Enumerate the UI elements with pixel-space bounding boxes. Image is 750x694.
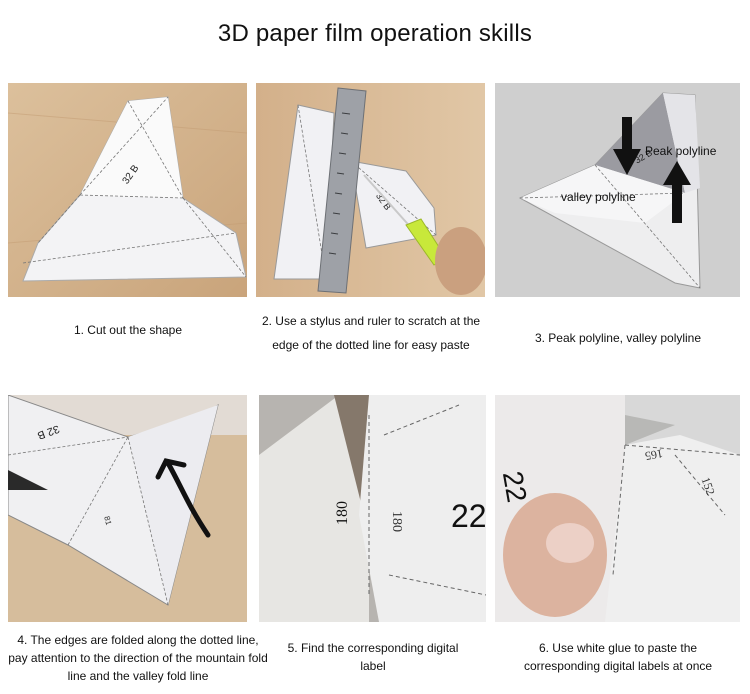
page-title: 3D paper film operation skills bbox=[217, 20, 533, 47]
step-2-caption: 2. Use a stylus and ruler to scratch at … bbox=[261, 314, 481, 352]
step-4-caption: 4. The edges are folded along the dotted… bbox=[8, 633, 268, 683]
svg-text:180: 180 bbox=[334, 501, 351, 525]
step-3-photo: 32 B Peak polyline valley polyline bbox=[495, 83, 740, 297]
step-1-photo: 32 B bbox=[8, 83, 247, 297]
peak-label: Peak polyline bbox=[645, 144, 717, 158]
stylus-tip bbox=[363, 174, 415, 232]
down-arrow-icon bbox=[613, 117, 641, 175]
svg-text:81: 81 bbox=[102, 515, 113, 526]
svg-text:152: 152 bbox=[699, 475, 718, 497]
hand bbox=[435, 227, 485, 295]
curved-arrow-icon bbox=[155, 458, 211, 538]
step-2-photo: 32 B bbox=[256, 83, 485, 297]
ruler bbox=[317, 87, 367, 294]
svg-text:165: 165 bbox=[644, 446, 664, 463]
svg-text:22: 22 bbox=[451, 498, 486, 534]
svg-text:180: 180 bbox=[389, 511, 404, 532]
step-5-photo: 180 180 22 bbox=[259, 395, 486, 622]
step-6-photo: 165 152 22 bbox=[495, 395, 740, 622]
fingernail bbox=[546, 523, 594, 563]
up-arrow-icon bbox=[663, 161, 691, 223]
step-1-caption: 1. Cut out the shape bbox=[73, 323, 183, 337]
step-6-caption: 6. Use white glue to paste the correspon… bbox=[523, 641, 713, 673]
valley-label: valley polyline bbox=[561, 190, 636, 204]
step-3-caption: 3. Peak polyline, valley polyline bbox=[534, 331, 702, 345]
step-4-photo: 32 B 81 bbox=[8, 395, 247, 622]
step-5-caption: 5. Find the corresponding digital label bbox=[287, 641, 459, 673]
svg-text:22: 22 bbox=[497, 469, 533, 505]
